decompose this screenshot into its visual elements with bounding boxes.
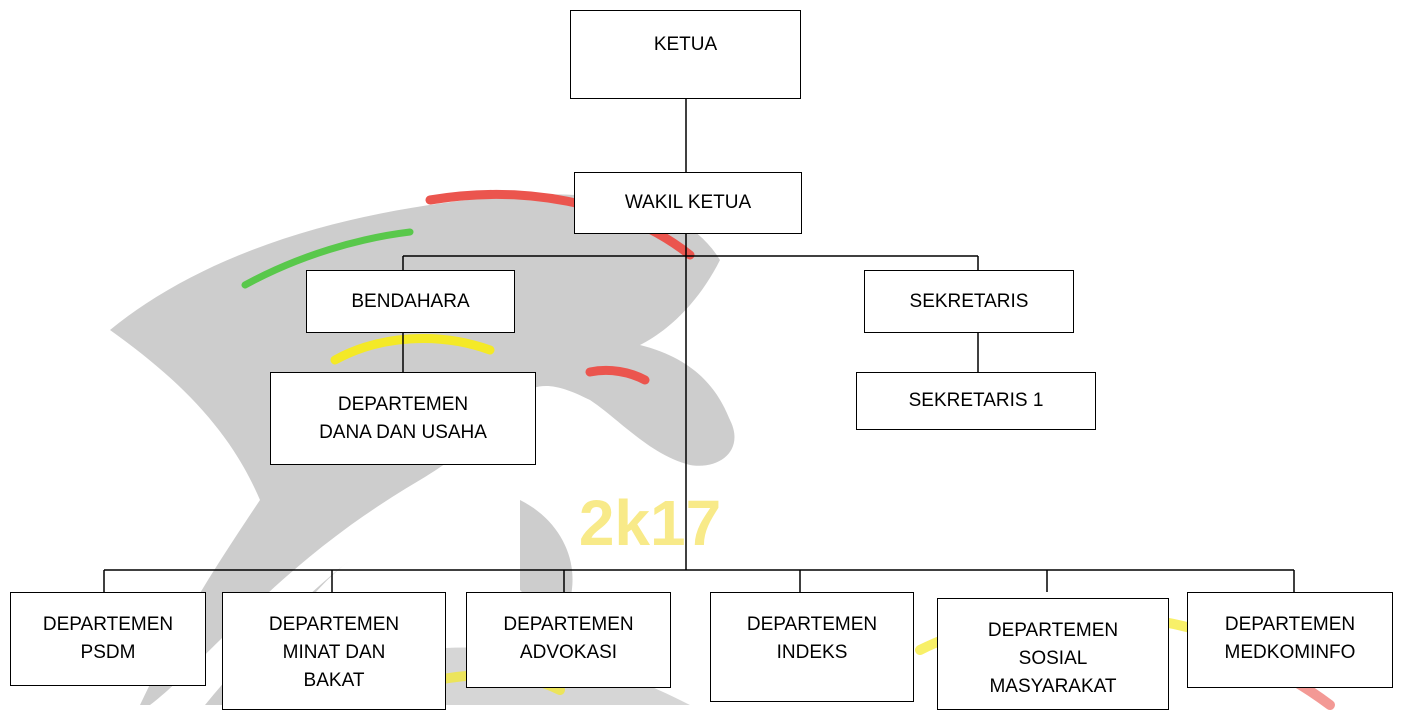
- box-departemen-indeks-label: DEPARTEMEN INDEKS: [746, 614, 878, 663]
- logo-yellow-stripe: [330, 334, 495, 365]
- logo-red-stripe: [425, 190, 695, 260]
- logo-red-eye-stripe: [585, 365, 650, 385]
- box-sekretaris-1-label: SEKRETARIS 1: [908, 390, 1044, 411]
- logo-green-stripe: [241, 228, 414, 289]
- box-sekretaris-label: SEKRETARIS: [909, 290, 1029, 312]
- box-departemen-dana-usaha-label: DEPARTEMEN DANA DAN USAHA: [319, 393, 487, 443]
- box-departemen-dana-usaha: DEPARTEMEN DANA DAN USAHA: [270, 372, 536, 465]
- box-departemen-psdm: DEPARTEMEN PSDM: [10, 592, 206, 686]
- box-departemen-sosial-masyarakat: DEPARTEMEN SOSIAL MASYARAKAT: [937, 598, 1169, 710]
- box-departemen-advokasi-label: DEPARTEMEN ADVOKASI: [503, 614, 634, 663]
- box-departemen-minat-bakat: DEPARTEMEN MINAT DAN BAKAT: [222, 592, 446, 710]
- box-bendahara-label: BENDAHARA: [351, 290, 470, 312]
- box-departemen-sosial-masyarakat-label: DEPARTEMEN SOSIAL MASYARAKAT: [987, 620, 1119, 697]
- box-sekretaris-1: SEKRETARIS 1: [856, 372, 1096, 430]
- box-bendahara: BENDAHARA: [306, 270, 515, 333]
- box-sekretaris: SEKRETARIS: [864, 270, 1074, 333]
- box-departemen-minat-bakat-label: DEPARTEMEN MINAT DAN BAKAT: [268, 614, 400, 691]
- box-ketua: KETUA: [570, 10, 801, 99]
- watermark-2k17-text: 2k17: [579, 487, 721, 559]
- box-ketua-label: KETUA: [653, 34, 718, 55]
- box-departemen-psdm-label: DEPARTEMEN PSDM: [42, 614, 174, 663]
- box-wakil-ketua-label: WAKIL KETUA: [624, 192, 752, 213]
- box-wakil-ketua: WAKIL KETUA: [574, 172, 802, 234]
- box-departemen-advokasi: DEPARTEMEN ADVOKASI: [466, 592, 671, 688]
- box-departemen-medkominfo-label: DEPARTEMEN MEDKOMINFO: [1224, 614, 1356, 663]
- box-departemen-indeks: DEPARTEMEN INDEKS: [710, 592, 914, 702]
- box-departemen-medkominfo: DEPARTEMEN MEDKOMINFO: [1187, 592, 1393, 688]
